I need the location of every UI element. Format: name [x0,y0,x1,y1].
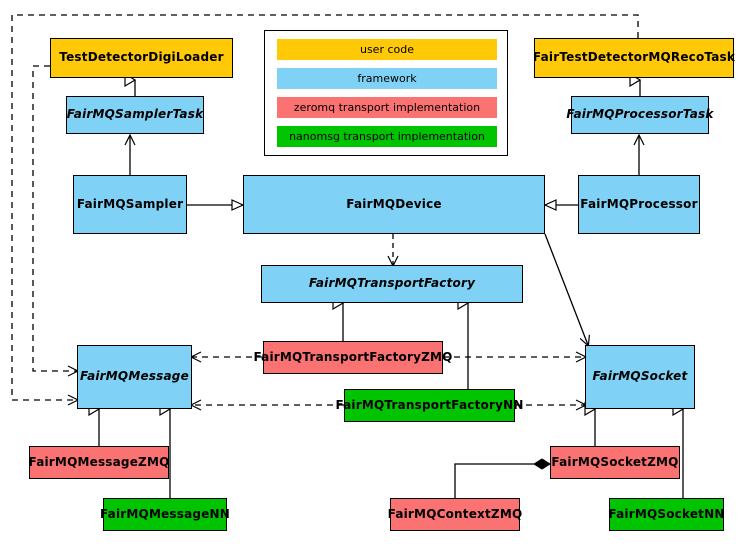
class-label: FairMQTransportFactoryNN [335,397,524,412]
class-label: FairMQSamplerTask [66,107,204,122]
class-label: FairMQSocketNN [608,506,725,521]
legend-label-nanomsg: nanomsg transport implementation [289,130,485,143]
class-node-fairmqtransportfactorynn[interactable]: FairMQTransportFactoryNN [335,389,523,422]
legend-label-zeromq: zeromq transport implementation [293,101,481,114]
class-node-fairmqmessage[interactable]: FairMQMessage [77,345,192,409]
class-node-fairmqcontextzmq[interactable]: FairMQContextZMQ [387,498,523,531]
class-label: FairMQMessage [80,369,189,384]
class-label: FairMQContextZMQ [387,506,523,521]
class-label: FairMQTransportFactory [308,276,476,291]
legend-item-framework: framework [277,68,497,89]
class-node-fairmqsampler[interactable]: FairMQSampler [73,175,187,234]
class-label: FairMQProcessorTask [566,107,714,122]
class-label: FairMQProcessor [580,196,698,211]
legend-item-user-code: user code [277,39,497,60]
edge-device-to-socket [544,233,588,345]
class-label: FairMQSampler [76,196,184,211]
class-node-fairmqtransportfactory[interactable]: FairMQTransportFactory [261,265,523,303]
class-node-fairtestdetectormqrecotask[interactable]: FairTestDetectorMQRecoTask [532,38,736,78]
edge-contextzmq-to-socketzmq [454,458,551,498]
class-node-fairmqsocketnn[interactable]: FairMQSocketNN [608,498,725,531]
legend-label-user-code: user code [359,43,415,56]
class-node-fairmqmessagezmq[interactable]: FairMQMessageZMQ [29,446,169,479]
class-node-fairmqsamplertask[interactable]: FairMQSamplerTask [66,96,204,134]
class-label: FairMQMessageZMQ [28,454,170,469]
class-label: FairMQSocketZMQ [551,454,679,469]
class-label: FairTestDetectorMQRecoTask [532,50,736,65]
class-node-fairmqmessagenn[interactable]: FairMQMessageNN [99,498,231,531]
class-node-testdetectordigiloader[interactable]: TestDetectorDigiLoader [50,38,233,78]
class-node-fairmqtransportfactoryzmq[interactable]: FairMQTransportFactoryZMQ [253,341,452,374]
class-node-fairmqprocessortask[interactable]: FairMQProcessorTask [566,96,713,134]
class-node-fairmqprocessor[interactable]: FairMQProcessor [578,175,700,234]
legend-label-framework: framework [357,72,417,85]
legend-item-zeromq: zeromq transport implementation [277,97,497,118]
class-label: FairMQDevice [346,196,442,211]
class-label: FairMQMessageNN [99,506,231,521]
class-node-fairmqsocket[interactable]: FairMQSocket [585,345,695,409]
class-label: TestDetectorDigiLoader [59,50,224,65]
class-node-fairmqdevice[interactable]: FairMQDevice [243,175,545,234]
class-label: FairMQSocket [592,369,688,384]
class-node-fairmqsocketzmq[interactable]: FairMQSocketZMQ [550,446,680,479]
class-label: FairMQTransportFactoryZMQ [253,349,453,364]
legend-item-nanomsg: nanomsg transport implementation [277,126,497,147]
legend-panel: user code framework zeromq transport imp… [264,30,508,156]
